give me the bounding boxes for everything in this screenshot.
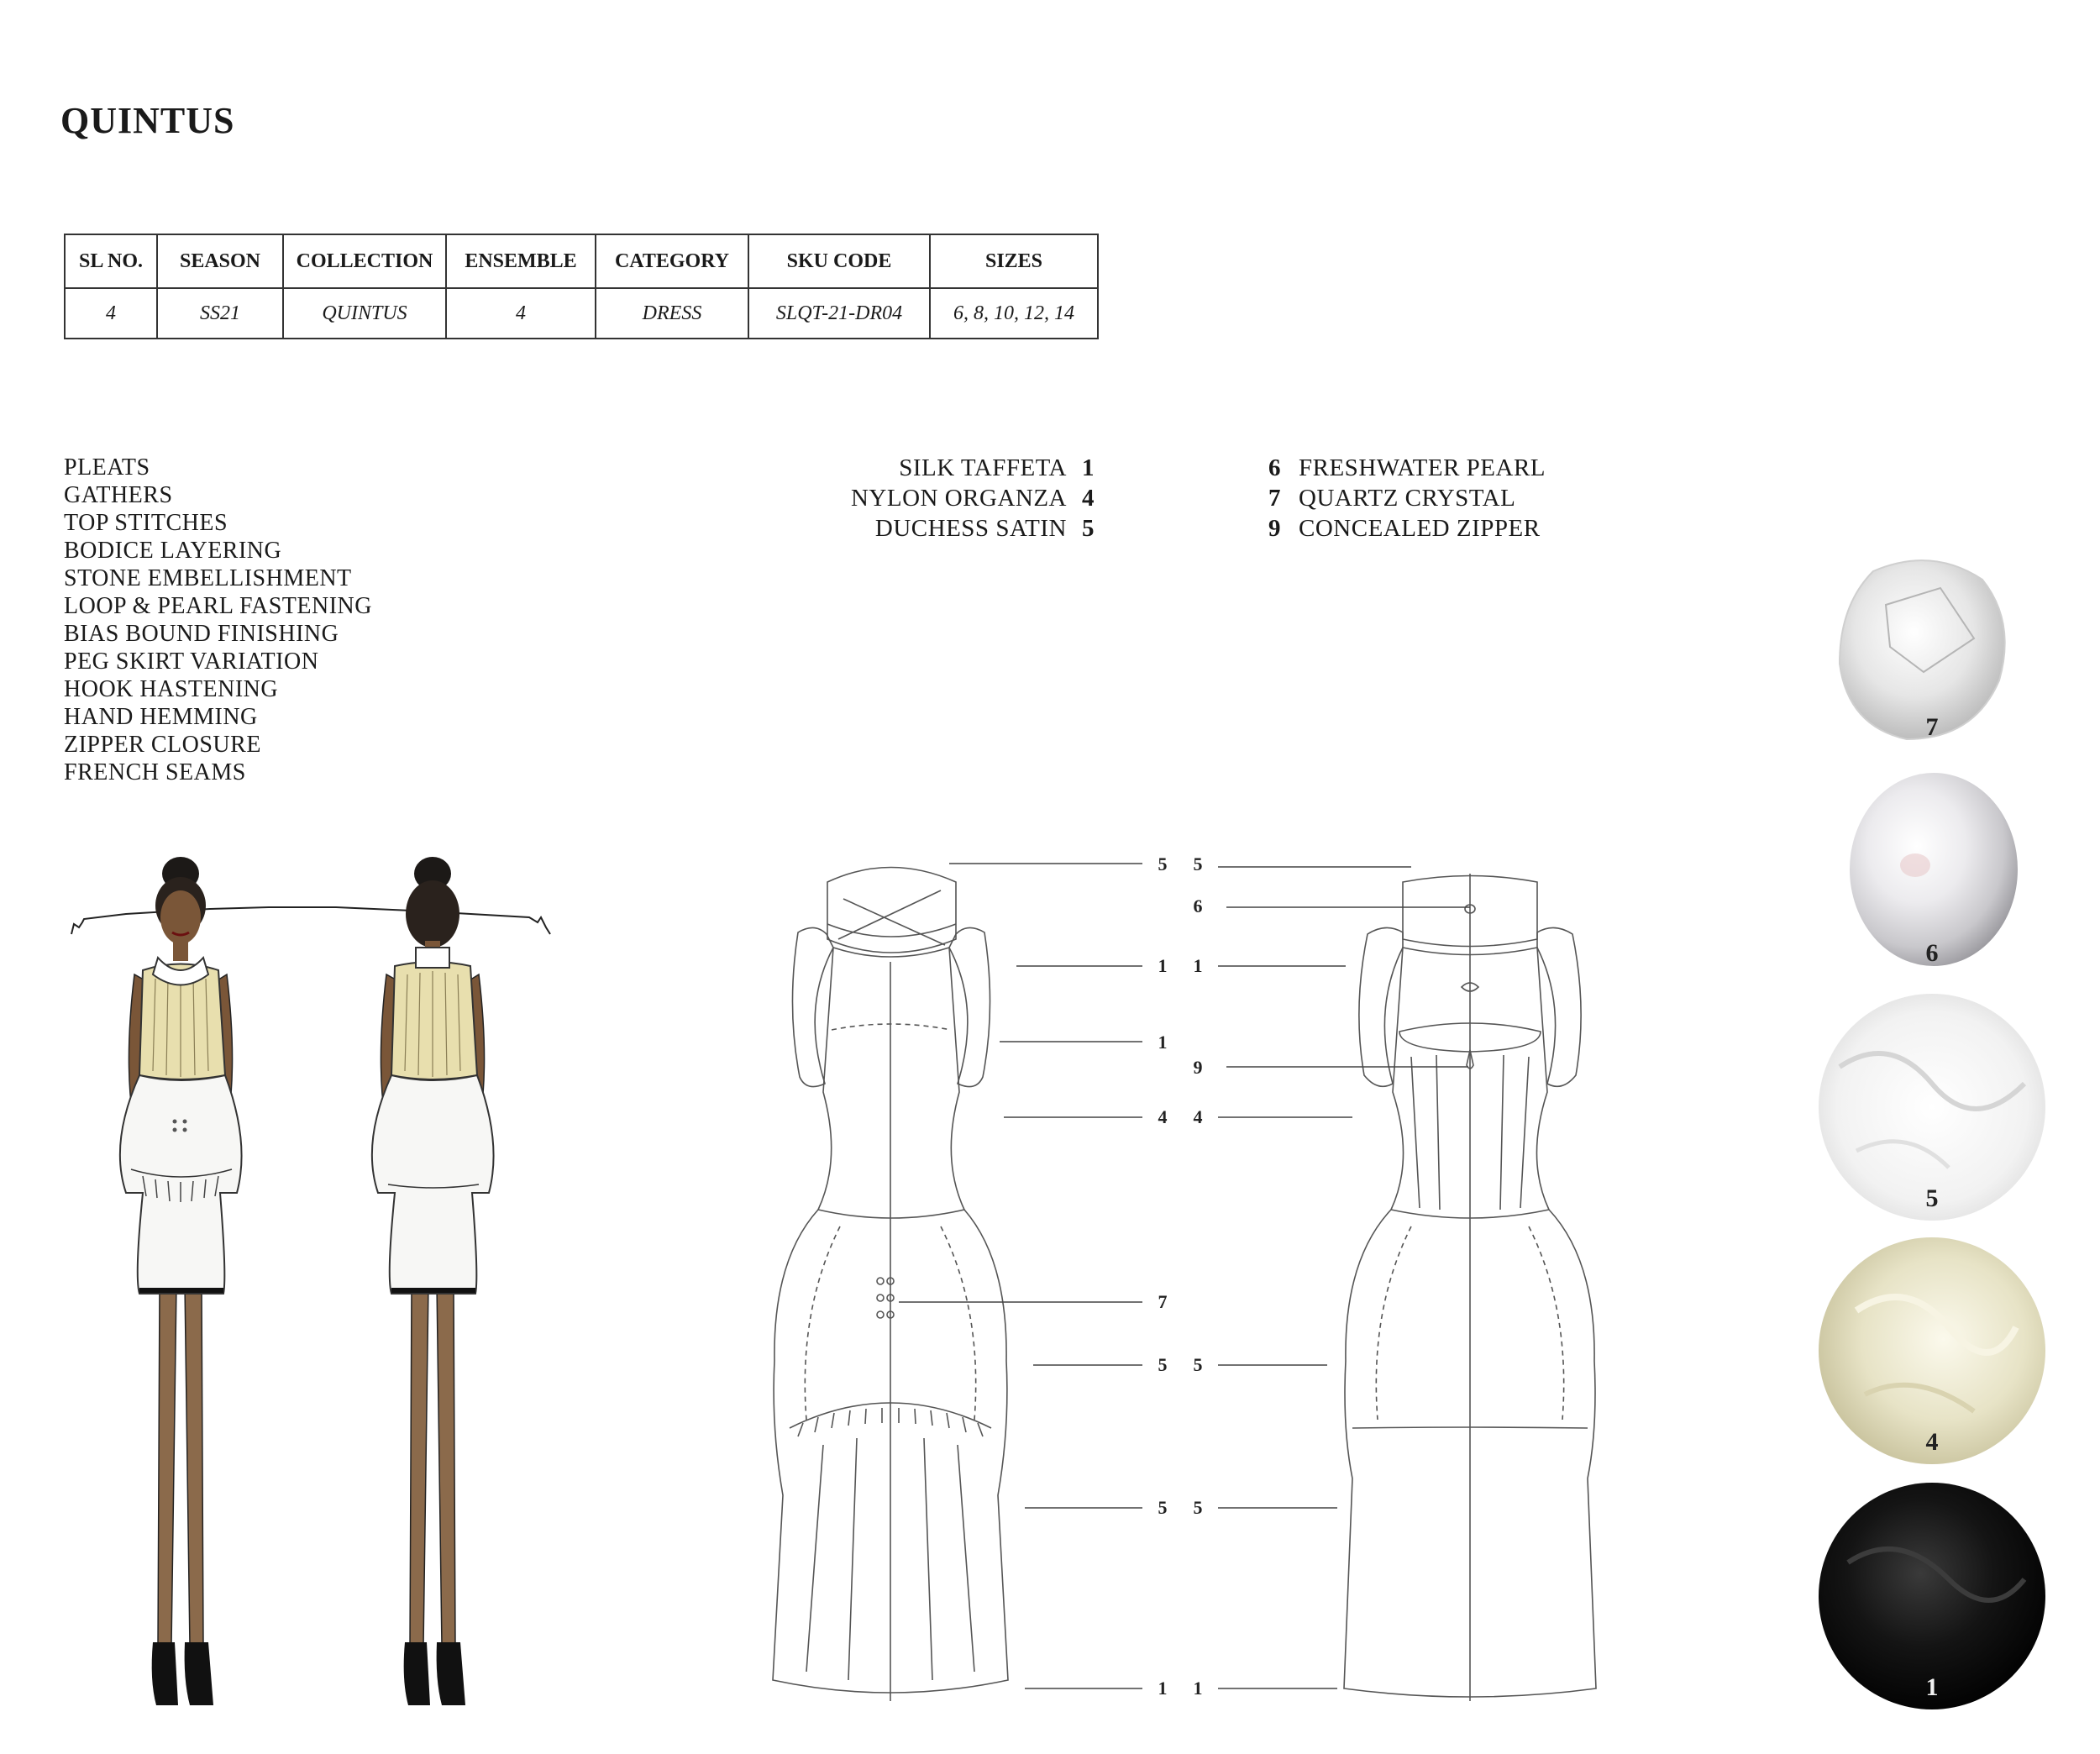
leader-lines <box>899 863 1470 1689</box>
material-number: 9 <box>1268 515 1281 542</box>
callout-back: 5 <box>1194 1354 1203 1375</box>
callout-numbers: 5 1 1 4 7 5 5 1 5 6 1 9 4 5 5 1 <box>1158 853 1203 1699</box>
back-flat <box>1343 874 1597 1701</box>
spec-table-header-row: SL NO. SEASON COLLECTION ENSEMBLE CATEGO… <box>64 234 1099 289</box>
col-sl-no: SL NO. <box>64 234 158 289</box>
callout-front: 1 <box>1158 955 1168 976</box>
col-collection: COLLECTION <box>282 234 447 289</box>
page-title: QUINTUS <box>60 100 235 141</box>
feature-item: BODICE LAYERING <box>64 538 282 564</box>
callout-front: 5 <box>1158 853 1168 874</box>
hanger-wire <box>71 906 551 935</box>
material-number: 6 <box>1268 454 1281 481</box>
materials-legend-right: 6 FRESHWATER PEARL 7 QUARTZ CRYSTAL 9 CONCE… <box>1268 453 1655 544</box>
front-figure <box>118 857 243 1705</box>
callout-back: 4 <box>1194 1106 1203 1127</box>
feature-item: TOP STITCHES <box>64 510 228 536</box>
callout-back: 1 <box>1194 955 1203 976</box>
material-name: SILK TAFFETA <box>899 454 1067 481</box>
technical-flats: 5 1 1 4 7 5 5 1 5 6 1 9 4 5 5 1 <box>772 853 1597 1701</box>
col-ensemble: ENSEMBLE <box>445 234 596 289</box>
swatch-quartz-crystal: 7 <box>1838 559 2006 741</box>
feature-item: PLEATS <box>64 454 150 481</box>
callout-front: 1 <box>1158 1678 1168 1699</box>
swatch-nylon-organza: 4 <box>1819 1237 2045 1464</box>
material-row: 7 QUARTZ CRYSTAL <box>1268 483 1655 513</box>
materials-legend-left: SILK TAFFETA 1 NYLON ORGANZA 4 DUCHESS SAT… <box>806 453 1100 544</box>
swatch-duchess-satin: 5 <box>1819 994 2045 1221</box>
material-row: SILK TAFFETA 1 <box>806 453 1100 483</box>
cell-sl-no: 4 <box>64 287 158 339</box>
material-number: 5 <box>1082 515 1095 542</box>
material-name: QUARTZ CRYSTAL <box>1299 485 1516 512</box>
col-sizes: SIZES <box>929 234 1099 289</box>
front-flat <box>772 866 1009 1701</box>
callout-front: 1 <box>1158 1032 1168 1053</box>
swatch-label: 4 <box>1926 1428 1939 1456</box>
feature-item: HOOK HASTENING <box>64 676 279 702</box>
feature-item: PEG SKIRT VARIATION <box>64 649 319 675</box>
swatch-silk-taffeta: 1 <box>1819 1483 2045 1709</box>
callout-front: 7 <box>1158 1291 1168 1312</box>
material-row: 6 FRESHWATER PEARL <box>1268 453 1655 483</box>
cell-collection: QUINTUS <box>282 287 447 339</box>
feature-item: FRENCH SEAMS <box>64 759 246 785</box>
callout-front: 4 <box>1158 1106 1168 1127</box>
material-name: DUCHESS SATIN <box>874 515 1067 542</box>
feature-item: HAND HEMMING <box>64 704 258 730</box>
material-name: FRESHWATER PEARL <box>1299 454 1546 481</box>
callout-back: 1 <box>1194 1678 1203 1699</box>
fashion-illustration <box>71 857 551 1705</box>
material-row: 9 CONCEALED ZIPPER <box>1268 513 1655 544</box>
swatch-freshwater-pearl: 6 <box>1850 773 2018 967</box>
col-category: CATEGORY <box>595 234 749 289</box>
material-name: CONCEALED ZIPPER <box>1299 515 1541 542</box>
callout-front: 5 <box>1158 1354 1168 1375</box>
feature-item: BIAS BOUND FINISHING <box>64 621 339 647</box>
spec-table: SL NO. SEASON COLLECTION ENSEMBLE CATEGO… <box>64 234 1099 339</box>
callout-back: 6 <box>1194 895 1203 916</box>
callout-back: 5 <box>1194 1497 1203 1518</box>
material-row: NYLON ORGANZA 4 <box>806 483 1100 513</box>
swatch-label: 5 <box>1926 1184 1939 1212</box>
feature-item: STONE EMBELLISHMENT <box>64 565 352 591</box>
material-name: NYLON ORGANZA <box>850 485 1067 512</box>
callout-back: 9 <box>1194 1057 1203 1078</box>
feature-item: ZIPPER CLOSURE <box>64 732 261 758</box>
swatch-label: 1 <box>1926 1673 1939 1701</box>
material-number: 7 <box>1268 485 1281 512</box>
material-number: 1 <box>1082 454 1095 481</box>
callout-front: 5 <box>1158 1497 1168 1518</box>
cell-sizes: 6, 8, 10, 12, 14 <box>929 287 1099 339</box>
col-sku-code: SKU CODE <box>748 234 931 289</box>
col-season: SEASON <box>156 234 284 289</box>
material-row: DUCHESS SATIN 5 <box>806 513 1100 544</box>
cell-sku-code: SLQT-21-DR04 <box>748 287 931 339</box>
features-list: PLEATS GATHERS TOP STITCHES BODICE LAYER… <box>64 454 372 786</box>
swatch-label: 6 <box>1926 939 1939 967</box>
feature-item: LOOP & PEARL FASTENING <box>64 593 372 619</box>
callout-back: 5 <box>1194 853 1203 874</box>
cell-season: SS21 <box>156 287 284 339</box>
cell-ensemble: 4 <box>445 287 596 339</box>
material-swatches: 7 6 5 4 1 <box>1819 559 2045 1709</box>
spec-table-row: 4 SS21 QUINTUS 4 DRESS SLQT-21-DR04 6, 8… <box>64 287 1099 339</box>
swatch-label: 7 <box>1926 713 1939 741</box>
cell-category: DRESS <box>595 287 749 339</box>
feature-item: GATHERS <box>64 482 173 508</box>
back-figure <box>370 857 495 1705</box>
material-number: 4 <box>1082 485 1095 512</box>
